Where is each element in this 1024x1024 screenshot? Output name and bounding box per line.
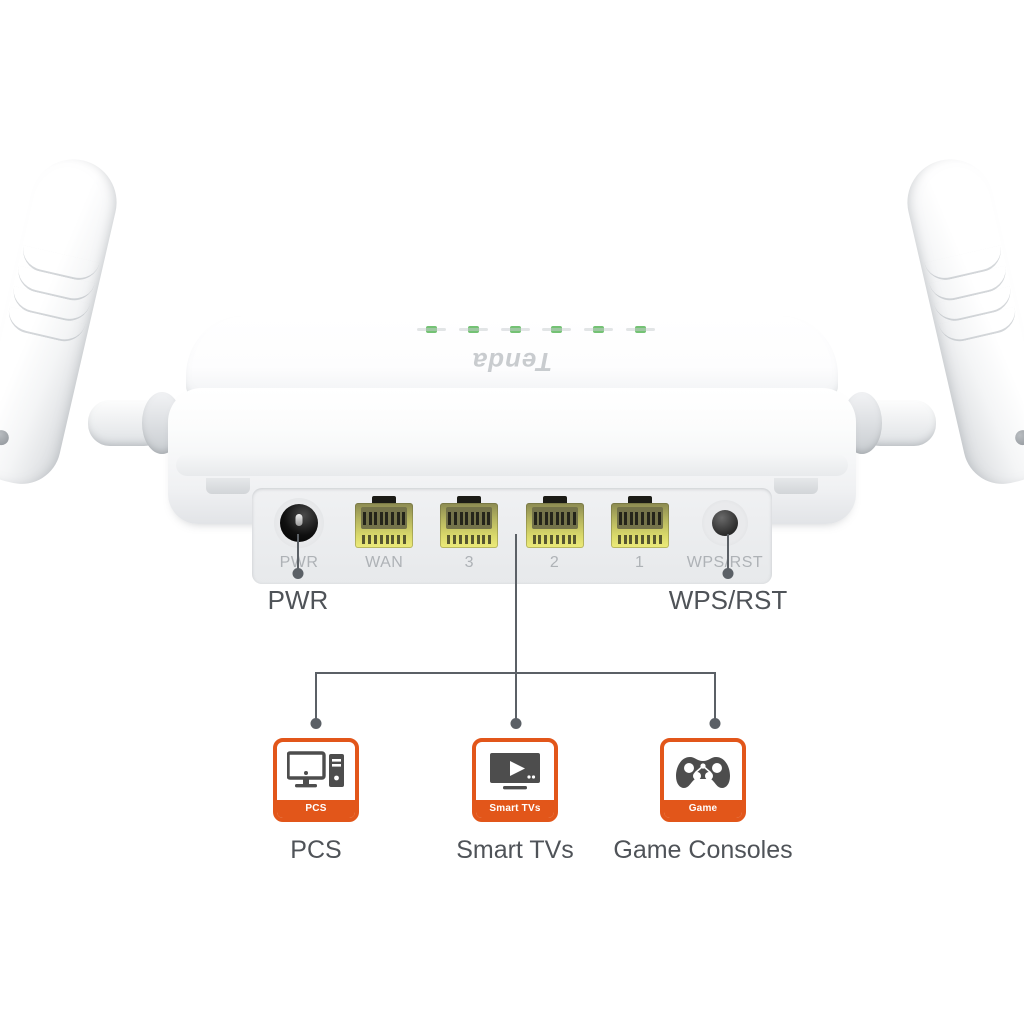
router-foot	[206, 478, 250, 494]
port-label-1: 1	[635, 554, 645, 571]
antenna-ridges-right	[924, 245, 1020, 346]
device-caption-smart-tvs: Smart TVs	[456, 836, 574, 864]
rj45-icon	[525, 496, 584, 548]
device-card-frame: PCS	[273, 738, 359, 822]
rj45-icon	[610, 496, 669, 548]
led-indicator	[500, 325, 530, 333]
wps-button-icon	[701, 500, 748, 546]
wan-port[interactable]: WAN	[347, 494, 421, 571]
tree-endpoint-dot-center	[510, 718, 522, 729]
port-label-3: 3	[464, 554, 475, 571]
tree-crossbar	[315, 672, 715, 674]
lan-port-3[interactable]: 3	[432, 494, 506, 571]
power-port[interactable]: PWR	[262, 494, 336, 571]
tree-trunk-line	[515, 534, 517, 724]
rj45-icon	[355, 496, 414, 548]
router-device: Tenda PWR	[168, 316, 856, 584]
callout-dot-pwr	[292, 568, 304, 579]
wps-reset-button[interactable]: WPS/RST	[687, 494, 763, 571]
device-card-game-consoles[interactable]: Game Consoles Game Consoles	[613, 738, 793, 865]
device-card-tag: Smart TVs	[476, 800, 554, 818]
device-card-frame: Smart TVs	[472, 738, 558, 822]
device-card-frame: Game Consoles	[660, 738, 746, 822]
device-card-pcs[interactable]: PCS PCS	[226, 738, 406, 865]
device-caption-game-consoles: Game Consoles	[613, 836, 793, 864]
device-card-smart-tvs[interactable]: Smart TVs Smart TVs	[425, 738, 605, 865]
callout-label-wps: WPS/RST	[668, 585, 788, 615]
tree-endpoint-dot-right	[709, 718, 721, 729]
callout-dot-wps	[722, 568, 734, 579]
lan-port-1[interactable]: 1	[603, 494, 677, 571]
tree-endpoint-dot-left	[310, 718, 322, 729]
callout-line-pwr	[297, 534, 299, 572]
port-panel: PWR WAN	[252, 488, 772, 584]
tree-branch-right	[714, 672, 716, 722]
power-jack-icon	[274, 498, 324, 548]
lan-port-2[interactable]: 2	[518, 494, 592, 571]
callout-label-pwr: PWR	[267, 585, 329, 615]
brand-logo: Tenda	[471, 347, 553, 377]
router-foot	[774, 478, 818, 494]
device-card-tag: Game Consoles	[664, 800, 742, 818]
port-label-2: 2	[549, 554, 560, 571]
gamepad-icon	[664, 742, 742, 800]
antenna-screw-left	[0, 428, 11, 447]
port-label-wps: WPS/RST	[686, 554, 764, 571]
rj45-icon	[440, 496, 499, 548]
led-indicator-row	[417, 322, 655, 336]
antenna-ridges-left	[4, 245, 100, 346]
router-front-face: PWR WAN	[168, 388, 856, 584]
antenna-screw-right	[1013, 428, 1024, 447]
led-indicator	[542, 325, 572, 333]
led-indicator	[584, 325, 614, 333]
callout-line-wps	[727, 534, 729, 572]
television-play-icon	[476, 742, 554, 800]
device-card-tag: PCS	[277, 800, 355, 818]
led-indicator	[458, 325, 488, 333]
router-lip	[176, 454, 848, 476]
device-caption-pcs: PCS	[290, 836, 342, 864]
desktop-computer-icon	[277, 742, 355, 800]
tree-branch-left	[315, 672, 317, 722]
port-label-wan: WAN	[365, 554, 404, 571]
led-indicator	[625, 325, 655, 333]
led-indicator	[417, 325, 446, 333]
